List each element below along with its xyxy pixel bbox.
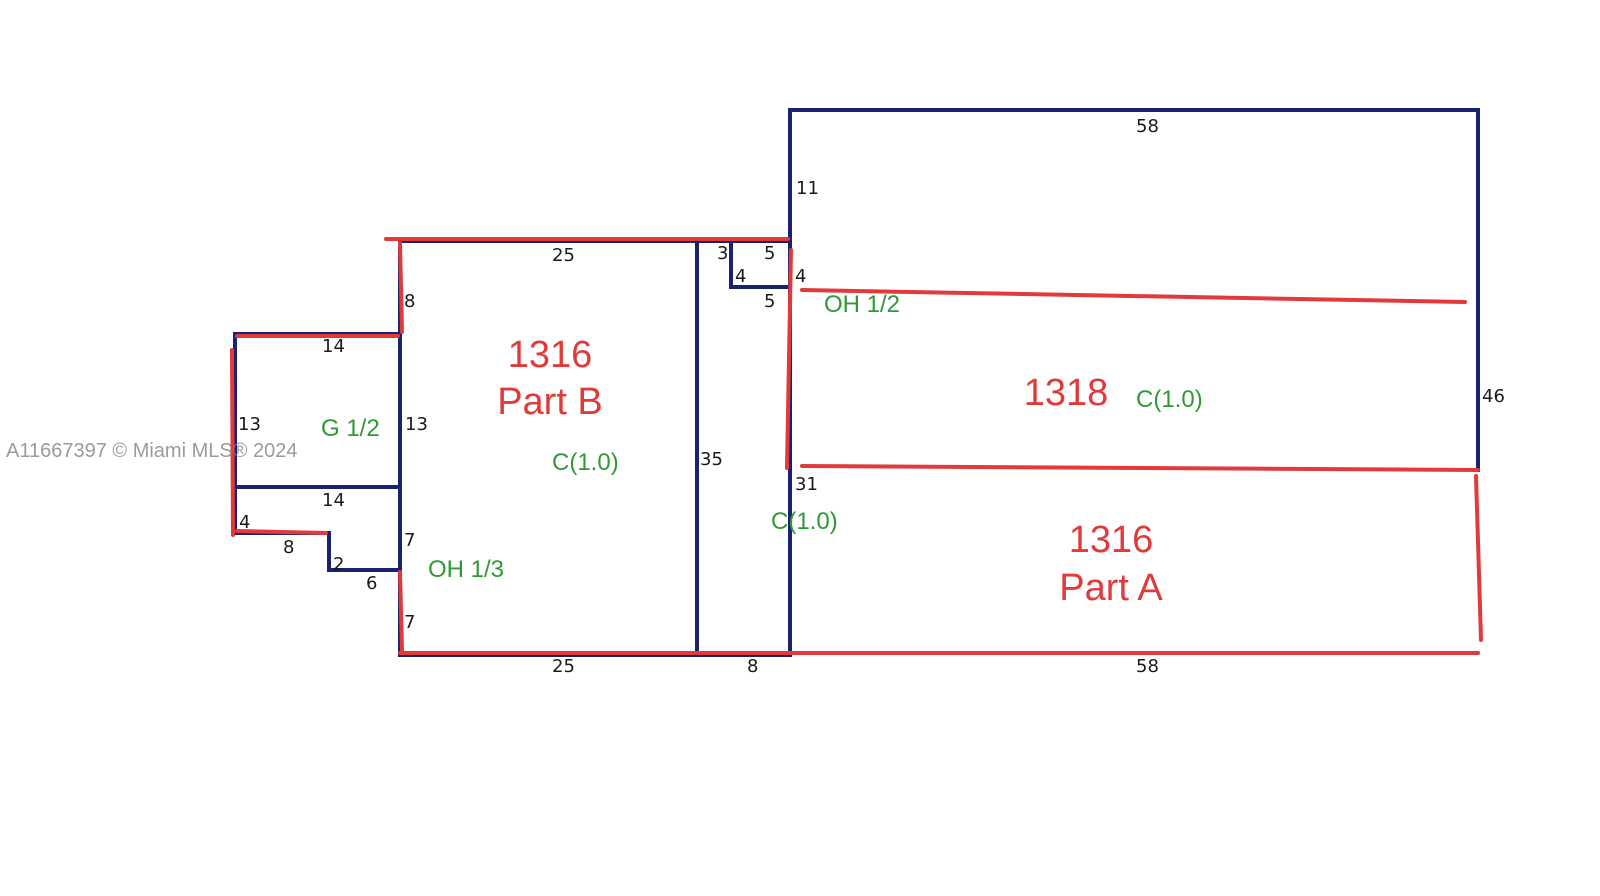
red-garage-step [235,529,328,535]
dim-garage-left: 13 [238,414,261,435]
dim-bottom-part-b: 25 [552,656,575,677]
dim-top-right: 58 [1136,116,1159,137]
area-code-oh-1-3: OH 1/3 [428,556,504,583]
dim-garage-right: 13 [405,414,428,435]
dim-bottom-strip: 8 [747,656,758,677]
area-code-part-b: C(1.0) [552,449,619,476]
dim-garage-8: 8 [283,537,294,558]
red-garage-left [230,348,235,537]
dim-notch-5-top: 5 [764,243,775,264]
dim-right-upper: 11 [796,178,819,199]
unit-label-1318-number: 1318 [1024,372,1109,414]
dimension-labels: 58 11 25 3 5 4 4 5 8 14 13 13 35 46 31 1… [238,116,1505,677]
dim-left-8: 8 [404,291,415,312]
red-right-lower [1474,474,1483,642]
red-inner-divider [785,248,793,470]
dim-garage-6: 6 [366,573,377,594]
dim-bottom-right: 58 [1136,656,1159,677]
unit-label-part-b-number: 1316 [508,334,593,376]
unit-label-part-b-name: Part B [497,381,603,423]
dim-notch-4-right: 4 [795,266,806,287]
area-code-strip: C(1.0) [771,508,838,535]
unit-label-part-a-number: 1316 [1069,519,1154,561]
dim-left-7-lower: 7 [404,612,415,633]
dim-strip-35: 35 [700,449,723,470]
red-left-bottom [398,570,404,652]
area-code-1318: C(1.0) [1136,386,1203,413]
dim-garage-2: 2 [333,554,344,575]
dim-top-part-b: 25 [552,245,575,266]
unit-labels: 1316 Part B 1318 1316 Part A [497,334,1163,609]
dim-notch-4-left: 4 [735,266,746,287]
unit-boundaries [230,237,1483,655]
dim-notch-3: 3 [717,243,728,264]
dim-right-46: 46 [1482,386,1505,407]
area-code-garage: G 1/2 [321,415,380,442]
area-code-oh-1-2: OH 1/2 [824,291,900,318]
red-divider-1318-bottom [800,464,1480,472]
area-codes: G 1/2 C(1.0) OH 1/3 OH 1/2 C(1.0) C(1.0) [321,291,1203,583]
mls-watermark: A11667397 © Miami MLS® 2024 [6,440,297,462]
building-outline [233,108,1480,657]
dim-right-31: 31 [795,474,818,495]
dim-left-7-upper: 7 [404,530,415,551]
dim-garage-middle: 14 [322,490,345,511]
dim-garage-top: 14 [322,336,345,357]
unit-label-part-a-name: Part A [1059,567,1163,609]
dim-garage-4: 4 [239,512,250,533]
red-divider-1318-top [800,288,1467,304]
dim-notch-5-bottom: 5 [764,291,775,312]
red-left-top [398,241,404,334]
